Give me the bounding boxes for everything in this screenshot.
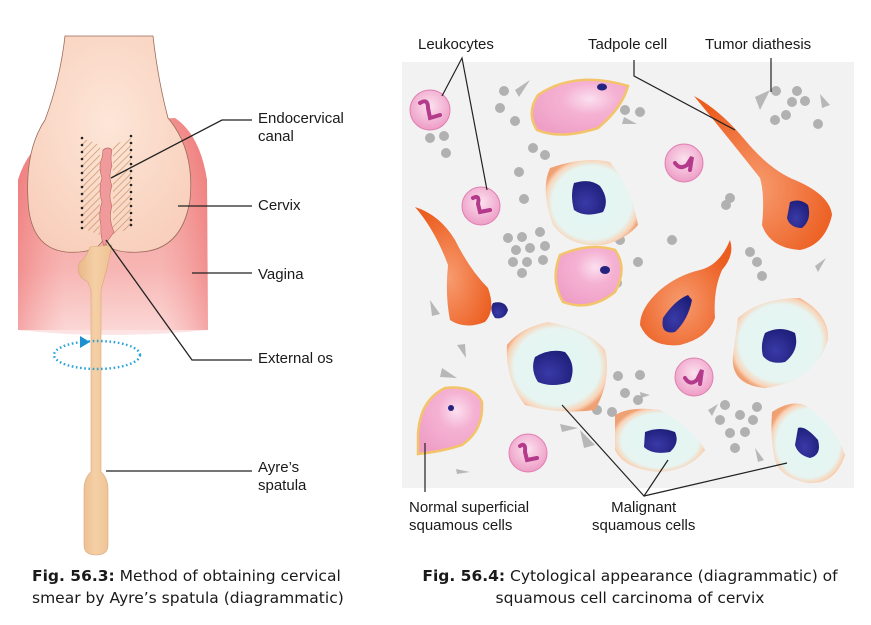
label-malignant-line2: squamous cells [592,517,696,534]
tumor-diathesis-debris [425,86,823,453]
right-leader-lines [424,56,788,497]
malignant-squamous-cells [506,160,845,484]
caption-line2: squamous cell carcinoma of cervix [495,589,765,607]
caption-fig-56-3: Fig. 56.3: Method of obtaining cervical … [32,565,344,609]
label-leukocytes: Leukocytes [418,36,494,53]
label-normal-line1: Normal superficial [409,499,530,516]
label-malignant-line1: Malignant [611,499,677,516]
label-tadpole-cell: Tadpole cell [588,36,668,53]
normal-squamous-cells [416,78,630,456]
endocervical-canal-shape [99,147,115,247]
slide-background [402,62,854,488]
label-ayres-line2: spatula [258,477,307,494]
label-ayres-spatula: Ayre’s spatula [258,459,306,495]
label-vagina: Vagina [258,266,304,283]
leukocytes [409,89,714,473]
caption-line1: Cytological appearance (diagrammatic) of [505,567,838,585]
label-malignant-squamous-cells: Malignant squamous cells [592,499,695,535]
label-endocervical-line1: Endocervical [258,110,344,127]
scraping-zone [80,134,133,235]
rotation-arrow-icon [52,336,142,371]
label-normal-line2: squamous cells [409,517,513,534]
label-endocervical-line2: canal [258,128,294,145]
label-endocervical-canal: Endocervical canal [258,110,344,146]
label-cervix: Cervix [258,197,301,214]
debris-tails [430,80,830,474]
label-normal-squamous-cells: Normal superficial squamous cells [409,499,529,535]
ayres-spatula-shape [77,244,113,556]
label-tumor-diathesis: Tumor diathesis [705,36,812,53]
left-leader-lines [105,119,252,472]
cervical-smear-diagram [18,35,252,556]
tadpole-cells [415,96,832,346]
caption-number: Fig. 56.3: [32,567,115,585]
label-external-os: External os [258,350,334,367]
caption-line2: smear by Ayre’s spatula (diagrammatic) [32,589,344,607]
caption-line1: Method of obtaining cervical [114,567,341,585]
label-ayres-line1: Ayre’s [258,459,300,476]
caption-number: Fig. 56.4: [422,567,506,585]
caption-fig-56-4: Fig. 56.4: Cytological appearance (diagr… [420,565,840,609]
